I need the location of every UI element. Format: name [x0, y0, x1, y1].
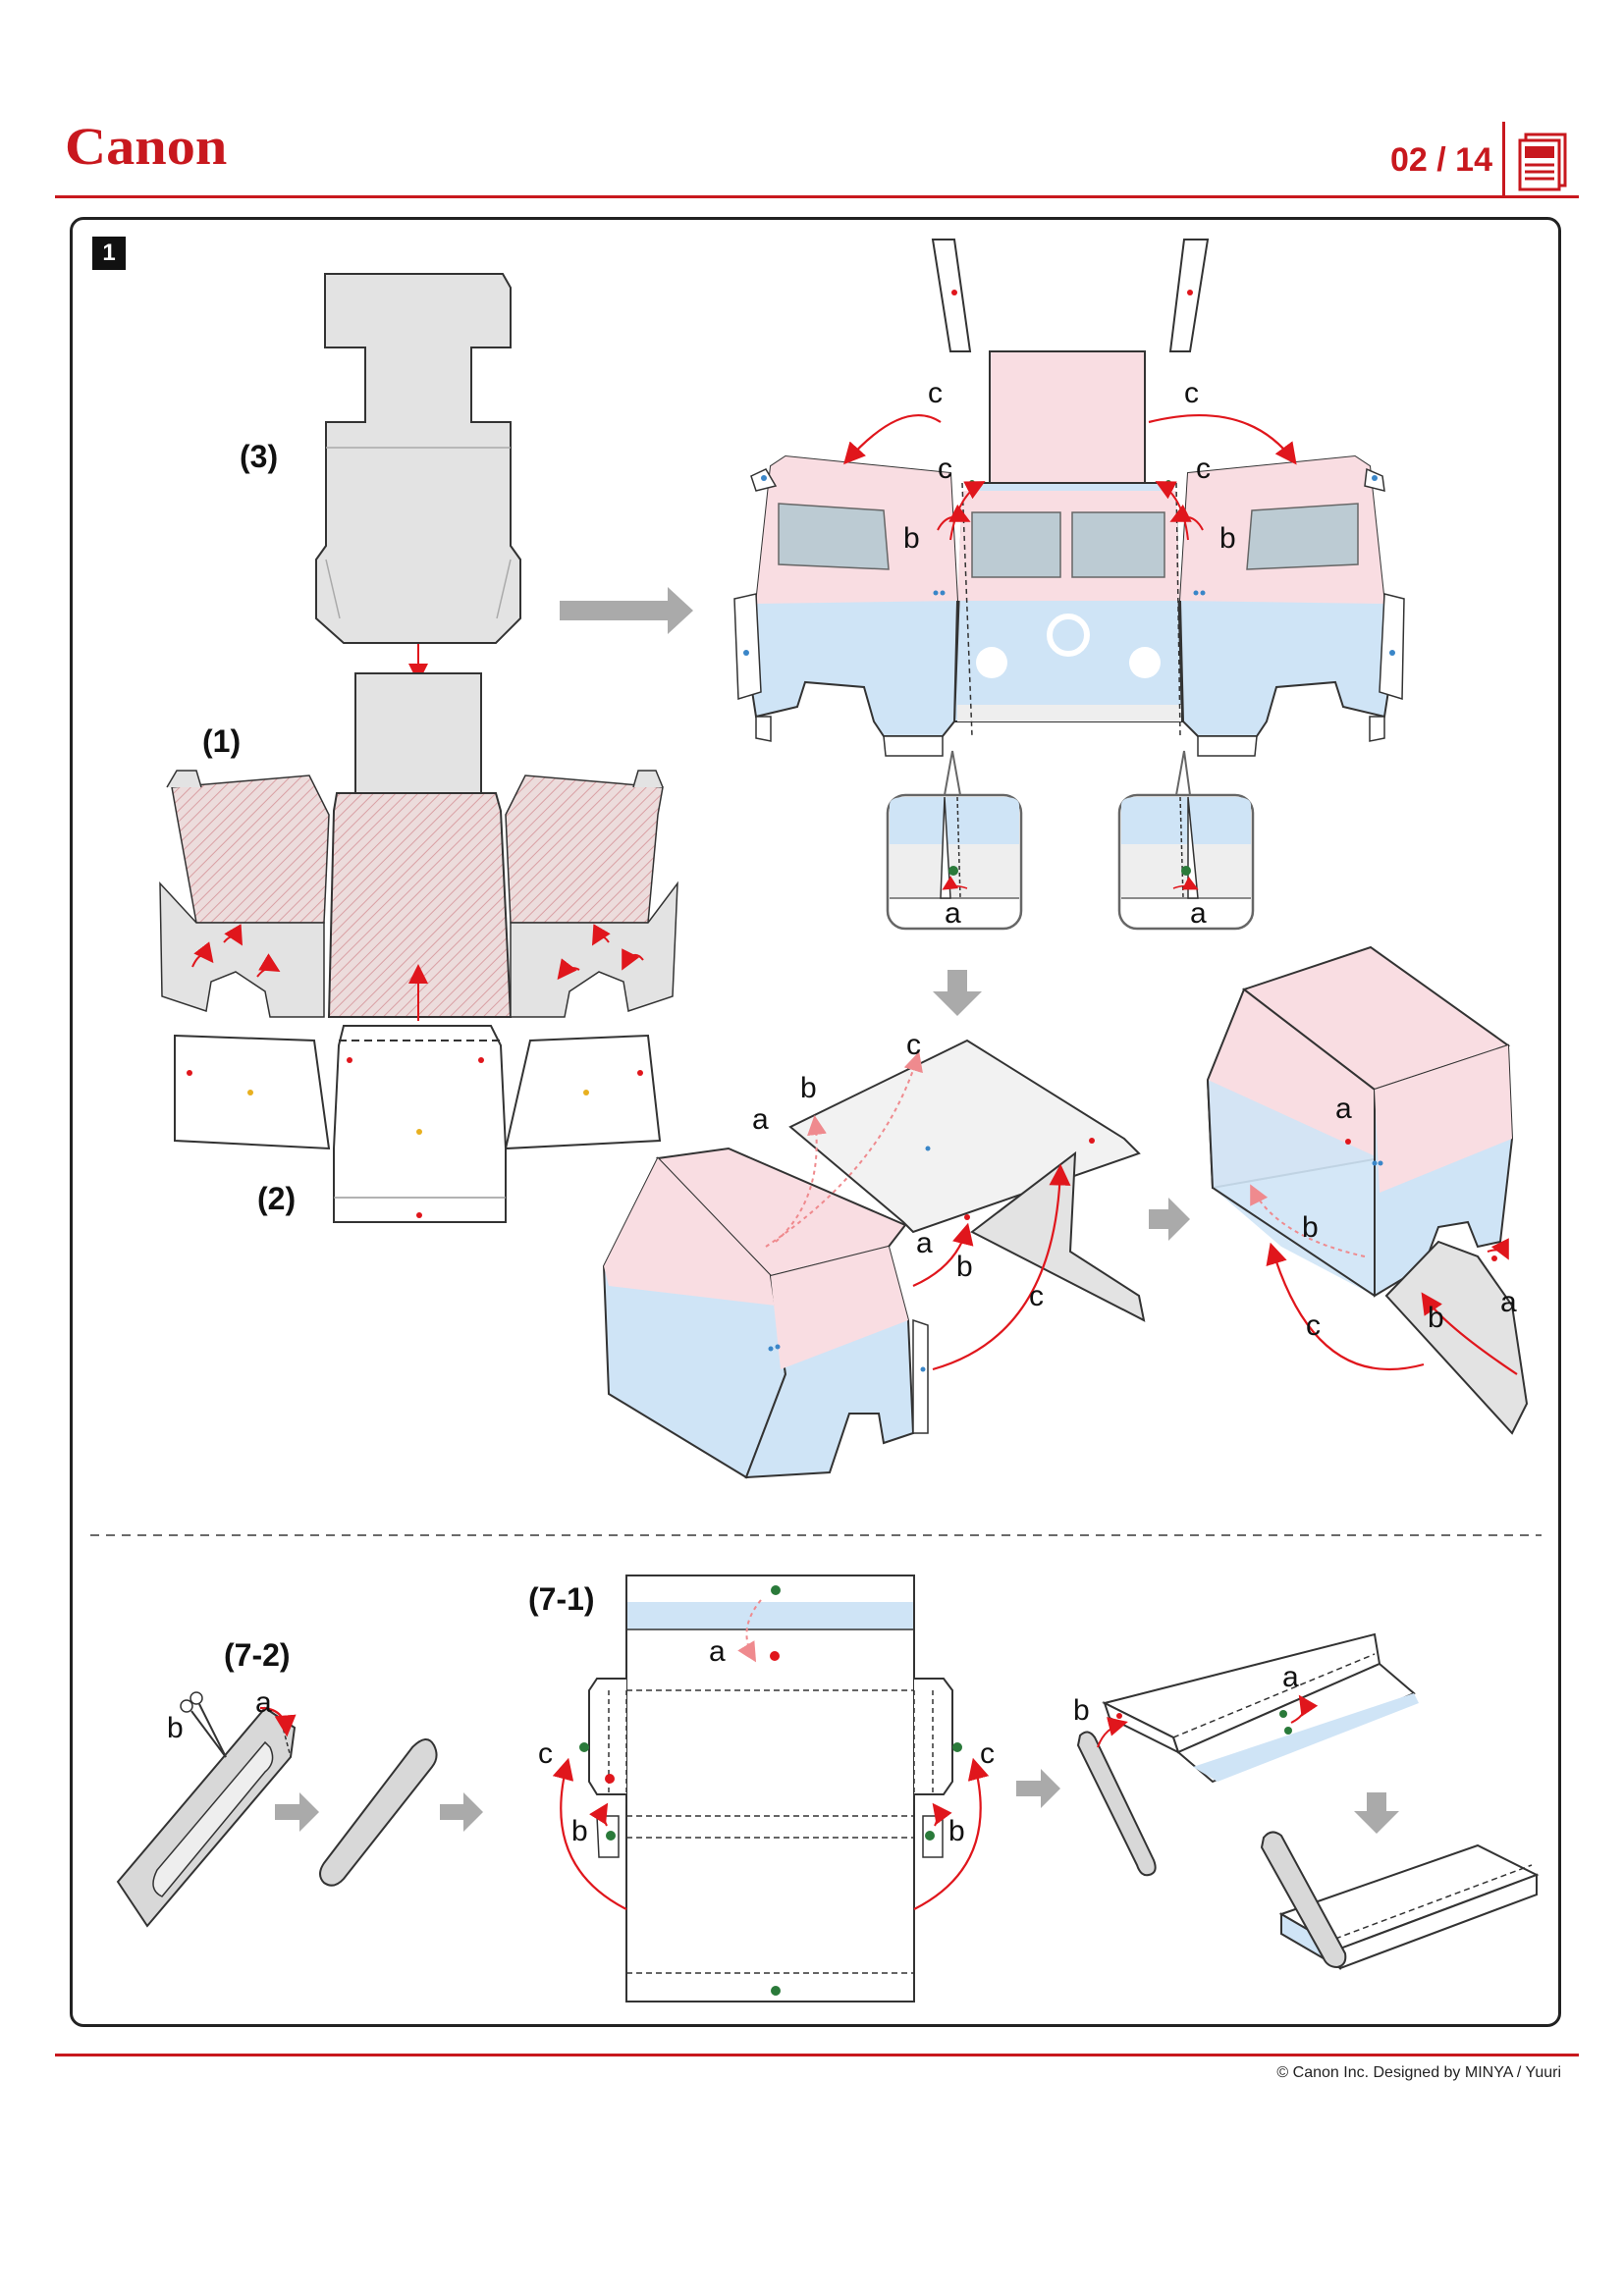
header-divider [1502, 122, 1505, 196]
label-b-left: b [903, 522, 920, 555]
label-c-3d: c [906, 1029, 921, 1061]
label-a-3d: a [752, 1103, 769, 1136]
gray-arrow-down-icon [933, 970, 982, 1016]
document-icon[interactable] [1516, 132, 1571, 192]
label-b-complete-lower: b [1428, 1302, 1444, 1334]
box-3d-completed [1206, 945, 1529, 1435]
gray-arrow-icon [560, 587, 693, 634]
label-b-3d: b [800, 1072, 817, 1104]
stick-piece [1076, 1731, 1157, 1877]
label-b-7-2: b [167, 1712, 184, 1744]
label-a-complete-lower: a [1500, 1286, 1517, 1318]
label-a-zoom-left: a [945, 897, 961, 930]
gray-arrow-right-icon [275, 1792, 319, 1832]
part-1-piece [159, 672, 678, 1018]
part-7-2-piece [116, 1706, 297, 1928]
part-3-label: (3) [240, 439, 278, 474]
part-7-1-label: (7-1) [528, 1581, 595, 1617]
gray-arrow-right-icon [440, 1792, 483, 1832]
label-c-complete: c [1306, 1309, 1321, 1342]
scissors-icon [180, 1691, 227, 1758]
part-1-label: (1) [202, 723, 241, 759]
page-number: 02 / 14 [1390, 141, 1492, 179]
zoom-callout-left [886, 750, 1023, 931]
step-number-badge: 1 [92, 237, 126, 270]
label-c-7-1-right: c [980, 1737, 995, 1770]
copyright-text: © Canon Inc. Designed by MINYA / Yuuri [1276, 2064, 1561, 2081]
gray-arrow-down-icon [1354, 1792, 1399, 1834]
rolled-stick [319, 1738, 438, 1887]
label-a-3d-lower: a [916, 1227, 933, 1259]
gray-arrow-right-icon [1016, 1769, 1060, 1808]
box-3d-partial [602, 1039, 1146, 1479]
label-b-final: b [1073, 1694, 1090, 1727]
label-a-zoom-right: a [1190, 897, 1207, 930]
label-b-7-1-right: b [948, 1815, 965, 1847]
label-a-final: a [1282, 1661, 1299, 1693]
label-c-right-inner: c [1196, 453, 1211, 485]
part-3-piece [315, 273, 521, 644]
header-rule [55, 195, 1579, 198]
part-7-1-piece [579, 1575, 962, 2002]
label-b-3d-lower: b [956, 1251, 973, 1283]
footer-rule [55, 2054, 1579, 2056]
label-b-complete: b [1302, 1211, 1319, 1244]
flat-net-assembly [733, 239, 1405, 757]
canon-logo: Canon [65, 117, 228, 176]
gray-arrow-right-icon [1149, 1198, 1190, 1241]
instruction-frame [70, 217, 1561, 2027]
part-7-2-label: (7-2) [224, 1637, 291, 1673]
label-c-3d-lower: c [1029, 1280, 1044, 1312]
label-c-7-1-left: c [538, 1737, 553, 1770]
zoom-callout-right [1117, 750, 1255, 931]
part-2-label: (2) [257, 1181, 296, 1216]
folded-box-flat [1102, 1632, 1419, 1784]
label-c-left: c [928, 377, 943, 409]
label-b-right: b [1219, 522, 1236, 555]
final-assembled-stand [1260, 1831, 1540, 1970]
label-c-right: c [1184, 377, 1199, 409]
part-2-piece [174, 1025, 662, 1223]
label-c-left-inner: c [938, 453, 952, 485]
label-a-7-1: a [709, 1635, 726, 1668]
label-a-complete: a [1335, 1093, 1352, 1125]
label-b-7-1-left: b [571, 1815, 588, 1847]
label-a-7-2: a [255, 1686, 272, 1719]
